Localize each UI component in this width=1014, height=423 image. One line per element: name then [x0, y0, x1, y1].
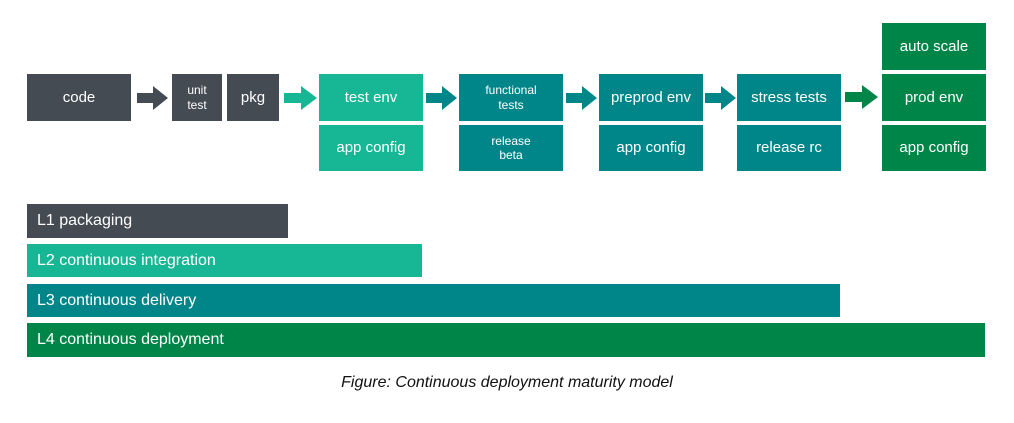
stage-test-env-app-config-box: app config — [319, 125, 423, 171]
stage-prod-env-box: prod env — [882, 74, 986, 121]
level-bar-l2-continuous-integration: L2 continuous integration — [27, 244, 422, 277]
figure-caption: Figure: Continuous deployment maturity m… — [341, 374, 673, 391]
stage-test-env-box: test env — [319, 74, 423, 121]
stage-unit-test-box: unit test — [172, 74, 222, 121]
flow-arrow-3 — [426, 86, 457, 110]
stage-stress-tests-box: stress tests — [737, 74, 841, 121]
stage-pkg-box: pkg — [227, 74, 279, 121]
flow-arrow-6 — [845, 85, 878, 109]
level-bar-l1-packaging: L1 packaging — [27, 204, 288, 238]
arrow-right-icon — [705, 86, 736, 110]
stage-release-beta-box: release beta — [459, 125, 563, 171]
stage-auto-scale-box: auto scale — [882, 23, 986, 70]
level-bar-l4-continuous-deployment: L4 continuous deployment — [27, 323, 985, 357]
arrow-right-icon — [284, 86, 317, 110]
stage-release-rc-box: release rc — [737, 125, 841, 171]
stage-preprod-app-config-box: app config — [599, 125, 703, 171]
level-bar-l3-continuous-delivery: L3 continuous delivery — [27, 284, 840, 317]
arrow-right-icon — [566, 86, 597, 110]
flow-arrow-4 — [566, 86, 597, 110]
stage-code-box: code — [27, 74, 131, 121]
stage-prod-app-config-box: app config — [882, 125, 986, 171]
arrow-right-icon — [137, 86, 168, 110]
flow-arrow-5 — [705, 86, 736, 110]
arrow-right-icon — [426, 86, 457, 110]
stage-functional-tests-box: functional tests — [459, 74, 563, 121]
stage-preprod-env-box: preprod env — [599, 74, 703, 121]
arrow-right-icon — [845, 85, 878, 109]
flow-arrow-2 — [284, 86, 317, 110]
flow-arrow-1 — [137, 86, 168, 110]
